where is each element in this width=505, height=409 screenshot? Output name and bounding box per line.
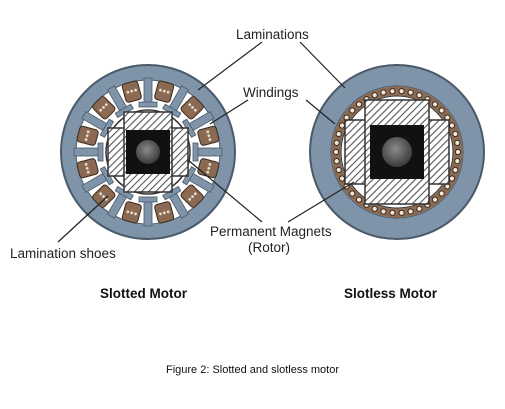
slotted-winding-wire xyxy=(188,197,192,201)
slotless-winding-wire xyxy=(355,101,363,108)
leader-windings-left xyxy=(209,99,249,125)
slotted-winding-wire xyxy=(206,170,210,174)
slotless-motor xyxy=(309,64,485,240)
slotted-winding-wire xyxy=(102,106,105,109)
slotted-winding-wire xyxy=(166,210,170,214)
slotless-winding-wire xyxy=(332,148,340,156)
slotted-winding-wire xyxy=(104,103,108,107)
slotless-winding-wire xyxy=(416,205,423,212)
slotless-winding-wire xyxy=(454,139,461,146)
slotted-winding-wire xyxy=(86,130,90,134)
slotted-winding-wire xyxy=(130,211,134,215)
slotless-winding-wire xyxy=(349,190,356,197)
title-slotted-motor: Slotted Motor xyxy=(100,286,188,301)
label-permanent-magnets: Permanent Magnets xyxy=(210,224,332,239)
slotless-winding-wire xyxy=(338,122,346,129)
slotted-motor xyxy=(60,64,236,240)
slotted-winding-wire xyxy=(193,192,197,196)
slotless-winding-wire xyxy=(416,92,423,99)
slotted-shaft xyxy=(136,140,160,164)
slotted-shoe xyxy=(192,142,199,162)
slotless-winding-wire xyxy=(452,130,459,138)
slotted-winding-wire xyxy=(85,166,89,170)
leader-lines xyxy=(57,41,355,243)
slotted-winding-wire xyxy=(126,90,130,94)
leader-shoes xyxy=(57,195,109,243)
slotless-winding-wire xyxy=(431,101,439,108)
slotted-shoe xyxy=(97,142,104,162)
slotless-winding-wire xyxy=(452,166,459,174)
slotless-winding-wire xyxy=(398,209,405,216)
slotted-winding-wire xyxy=(207,134,211,138)
slotted-winding-wire xyxy=(99,192,103,196)
slotted-winding-wire xyxy=(191,195,194,198)
label-windings: Windings xyxy=(243,85,299,100)
slotted-winding-wire xyxy=(134,88,137,92)
slotted-winding-wire xyxy=(206,130,210,134)
slotless-winding-wire xyxy=(335,130,342,138)
slotted-shoe xyxy=(138,196,158,203)
slotted-winding-wire xyxy=(208,138,212,141)
slotless-winding-wire xyxy=(389,88,396,95)
slotted-winding-wire xyxy=(166,90,170,94)
slotted-winding-wire xyxy=(85,134,89,138)
leader-laminations-left xyxy=(197,41,263,91)
slotless-winding-wire xyxy=(333,139,340,146)
slotless-winding-wire xyxy=(407,208,414,215)
slotless-winding-wire xyxy=(349,107,356,114)
leader-laminations-right xyxy=(299,41,346,89)
slotted-winding-wire xyxy=(130,89,134,93)
slotted-winding-wire xyxy=(84,163,88,166)
slotted-winding-wire xyxy=(188,103,192,107)
slotless-winding-wire xyxy=(355,196,363,203)
slotless-winding-wire xyxy=(454,158,461,165)
slotless-winding-wire xyxy=(448,175,456,182)
slotted-winding-wire xyxy=(102,195,105,198)
leader-magnets-right xyxy=(287,181,355,223)
slotless-winding-wire xyxy=(380,89,387,96)
slotted-lamination-shoes xyxy=(97,101,199,203)
slotted-shoe xyxy=(138,101,158,108)
figure-caption: Figure 2: Slotted and slotless motor xyxy=(165,364,340,376)
label-lamination-shoes: Lamination shoes xyxy=(10,246,116,261)
slotted-winding-wire xyxy=(159,88,162,92)
slotted-winding-wire xyxy=(193,108,197,112)
slotless-winding-wire xyxy=(371,92,378,99)
slotted-teeth xyxy=(73,77,223,227)
slotless-winding-wire xyxy=(333,158,340,165)
slotless-winding-wire xyxy=(389,209,396,216)
slotted-winding-wire xyxy=(162,211,166,215)
slotless-winding-wire xyxy=(448,122,456,129)
slotless-winding-wire xyxy=(431,196,439,203)
slotted-winding-wire xyxy=(162,89,166,93)
title-slotless-motor: Slotless Motor xyxy=(344,286,438,301)
leader-magnets-left xyxy=(187,159,263,223)
slotted-winding-wire xyxy=(208,163,212,166)
slotless-winding-wire xyxy=(380,208,387,215)
leader-windings-right xyxy=(305,99,336,125)
slotless-winding-wire xyxy=(398,88,405,95)
slotted-winding-wire xyxy=(99,108,103,112)
slotted-winding-wire xyxy=(84,138,88,141)
slotless-winding-wire xyxy=(335,166,342,174)
label-rotor: (Rotor) xyxy=(248,240,290,255)
slotted-winding-wire xyxy=(126,210,130,214)
slotless-winding-wire xyxy=(438,107,445,114)
slotless-winding-wire xyxy=(438,190,445,197)
slotted-winding-wire xyxy=(191,106,194,109)
slotted-winding-wire xyxy=(134,212,137,216)
slotless-winding-wire xyxy=(454,148,462,156)
slotless-winding-wire xyxy=(407,89,414,96)
slotless-winding-wire xyxy=(371,205,378,212)
label-laminations: Laminations xyxy=(236,27,309,42)
slotted-winding-wire xyxy=(86,170,90,174)
slotless-shaft xyxy=(382,137,412,167)
slotted-winding-wire xyxy=(159,212,162,216)
slotless-winding-wire xyxy=(338,175,346,182)
slotted-winding-wire xyxy=(207,166,211,170)
